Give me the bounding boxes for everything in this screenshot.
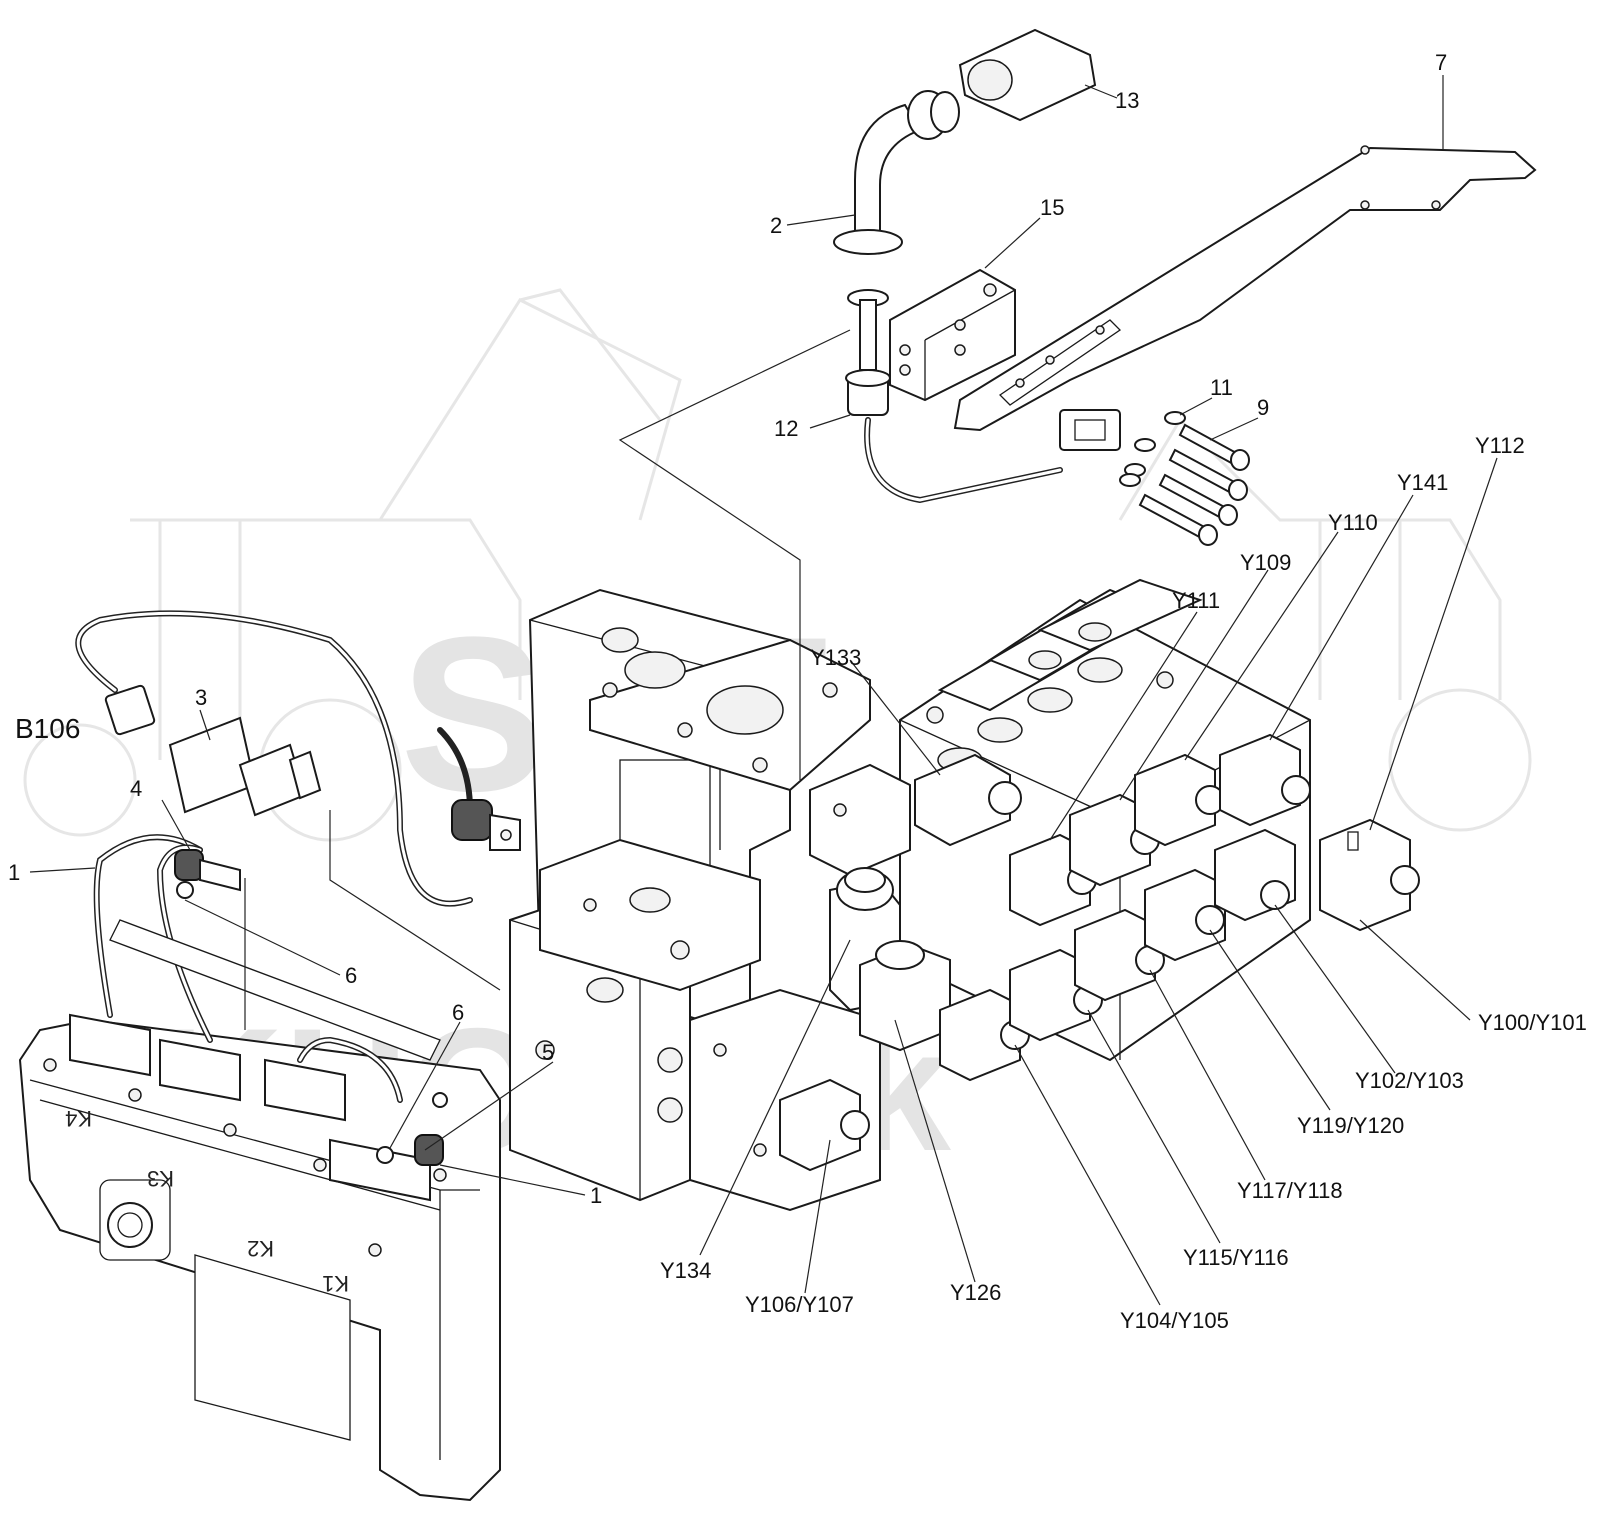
callout-y126: Y126 [950,1280,1001,1305]
elbow-pipe [833,90,960,371]
callout-y117-y118: Y117/Y118 [1237,1178,1343,1203]
bolts-and-washers [1119,411,1250,546]
callout-b106: B106 [15,713,80,744]
callout-y133: Y133 [810,645,861,670]
solenoid-y115-y116 [1009,948,1103,1042]
callout-6-upper: 6 [345,963,357,988]
callout-y134: Y134 [660,1258,711,1283]
bracket-connector [1059,409,1121,451]
cable-clamp [437,727,521,851]
callout-y109: Y109 [1240,550,1291,575]
callout-y115-y116: Y115/Y116 [1183,1245,1289,1270]
callout-y102-y103: Y102/Y103 [1355,1068,1464,1093]
callout-y110: Y110 [1328,510,1378,535]
callout-y119-y120: Y119/Y120 [1297,1113,1404,1138]
hex-nut [958,28,1097,122]
callout-1-left: 1 [8,860,20,885]
callout-2: 2 [770,213,782,238]
solenoid-y102-y103 [1214,828,1296,922]
callout-3: 3 [195,685,207,710]
solenoid-y141 [1219,733,1311,827]
mounting-bracket [953,145,1537,432]
solenoid-y112 [1319,818,1420,932]
callout-12: 12 [774,416,798,441]
callout-y111: Y111 [1172,588,1220,613]
solenoid-y110 [1134,753,1225,847]
module-label-k3: K3 [147,1166,174,1191]
callout-y100-y101: Y100/Y101 [1478,1010,1587,1035]
leader-lines [29,75,1498,1306]
module-label-k4: K4 [65,1106,92,1131]
pressure-sensor-b106 [75,610,473,907]
callout-13: 13 [1115,88,1139,113]
solenoid-y133 [914,753,1022,847]
control-unit: K4 K3 K2 K1 [18,834,501,1502]
callout-y141: Y141 [1397,470,1448,495]
callout-15: 15 [1040,195,1064,220]
callout-9: 9 [1257,395,1269,420]
solenoid-y106-y107 [779,1078,870,1172]
callout-y106-y107: Y106/Y107 [745,1292,854,1317]
callout-7: 7 [1435,50,1447,75]
callout-4: 4 [130,776,142,801]
callout-5: 5 [542,1040,554,1065]
adapter-block [889,268,1016,402]
module-label-k1: K1 [322,1271,349,1296]
main-valve-block [509,588,881,1212]
solenoid-y119-y120 [1144,868,1226,962]
callout-y104-y105: Y104/Y105 [1120,1308,1229,1333]
callout-labels: 7 13 2 15 11 9 12 Y112 Y141 Y110 Y109 Y1… [8,50,1587,1333]
callout-6-lower: 6 [452,1000,464,1025]
callout-y112: Y112 [1475,433,1525,458]
solenoid-coils [779,733,1420,1172]
callout-1-right: 1 [590,1183,602,1208]
solenoid-left-coil [809,763,911,877]
pressure-sensor [845,369,1063,504]
callout-11: 11 [1210,375,1233,400]
module-label-k2: K2 [247,1236,274,1261]
